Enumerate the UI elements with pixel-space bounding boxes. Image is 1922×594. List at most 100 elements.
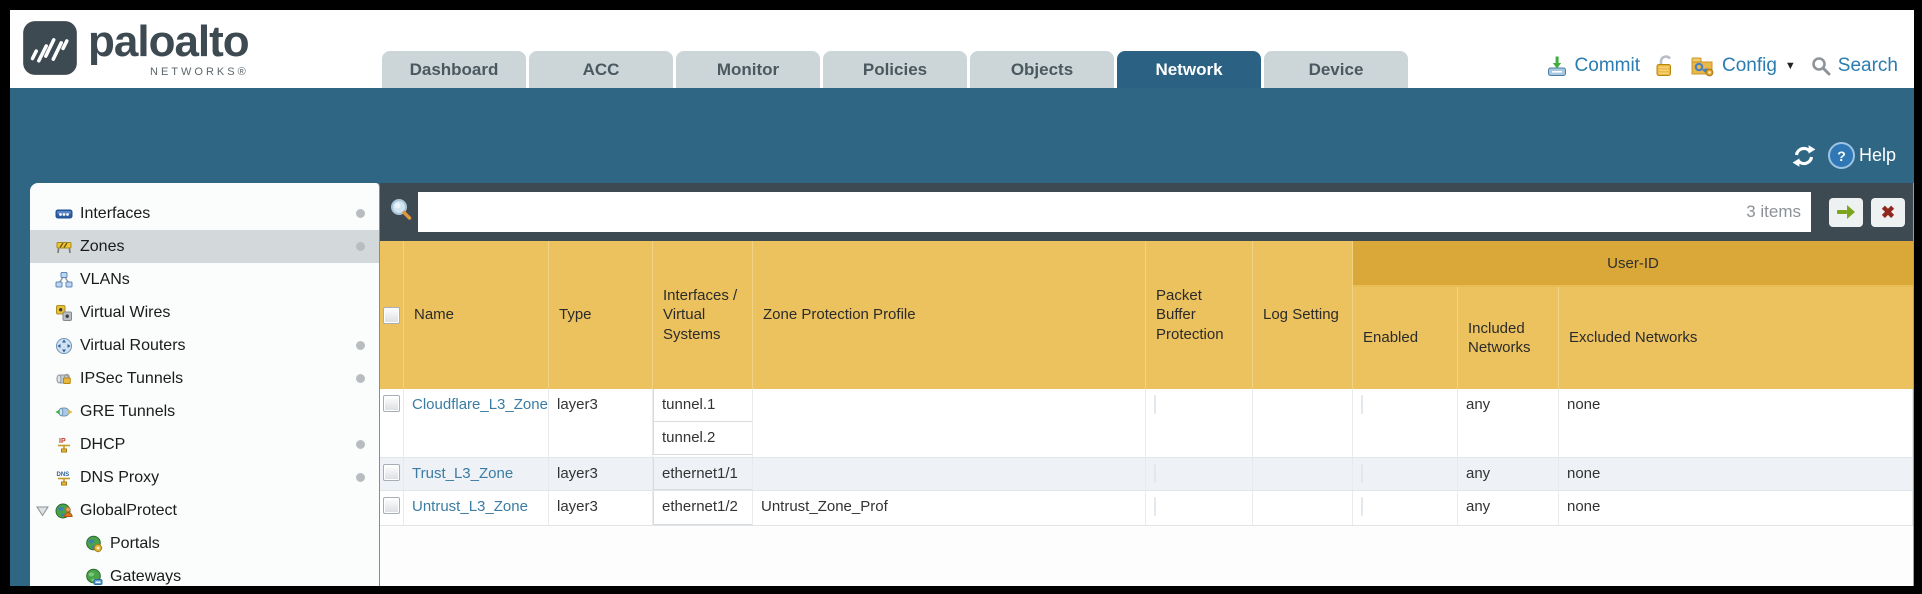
zone-name-cell: Trust_L3_Zone xyxy=(404,458,549,490)
sidebar: Interfaces Zones VLANs Vir xyxy=(30,183,380,586)
row-checkbox[interactable] xyxy=(383,497,400,514)
virtual-wires-icon xyxy=(55,304,73,322)
search-label: Search xyxy=(1837,55,1898,76)
packet-buffer-checkbox xyxy=(1154,464,1156,483)
excluded-networks-cell: none xyxy=(1559,389,1913,457)
log-setting-cell xyxy=(1253,389,1353,457)
row-checkbox-cell xyxy=(380,491,404,525)
column-header-included-networks[interactable]: Included Networks xyxy=(1458,287,1559,389)
paloalto-logo-icon xyxy=(22,20,78,76)
brand-name: paloalto xyxy=(88,17,250,66)
panos-web-ui: paloalto NETWORKS® Dashboard ACC Monitor… xyxy=(10,10,1914,586)
commit-button[interactable]: Commit xyxy=(1545,54,1640,78)
zones-icon xyxy=(55,238,73,256)
caret-down-icon: ▼ xyxy=(1784,60,1796,72)
zone-name-link[interactable]: Cloudflare_L3_Zone xyxy=(412,396,548,413)
zone-type-cell: layer3 xyxy=(549,491,653,525)
filter-input[interactable] xyxy=(418,203,1747,221)
group-header-user-id: User-ID xyxy=(1353,241,1913,287)
dhcp-icon: IP xyxy=(55,436,73,454)
sidebar-item-gre-tunnels[interactable]: GRE Tunnels xyxy=(30,395,379,428)
svg-text:IP: IP xyxy=(59,438,66,445)
packet-buffer-protection-cell xyxy=(1146,389,1253,457)
column-header-log-setting[interactable]: Log Setting xyxy=(1253,241,1353,389)
sidebar-item-virtual-routers[interactable]: Virtual Routers xyxy=(30,329,379,362)
user-id-subcolumns: Enabled Included Networks Excluded Netwo… xyxy=(1353,287,1913,389)
sidebar-item-label: Virtual Routers xyxy=(80,336,186,354)
sub-header-band: ? Help xyxy=(10,88,1914,183)
tab-monitor[interactable]: Monitor xyxy=(676,51,820,88)
table-header: Name Type Interfaces / Virtual Systems Z… xyxy=(380,241,1913,389)
top-bar: paloalto NETWORKS® Dashboard ACC Monitor… xyxy=(10,10,1914,88)
search-icon xyxy=(1810,55,1832,77)
header-checkbox-cell xyxy=(380,241,404,389)
sidebar-item-interfaces[interactable]: Interfaces xyxy=(30,197,379,230)
column-header-name[interactable]: Name xyxy=(404,241,549,389)
help-button[interactable]: ? Help xyxy=(1827,142,1896,169)
tab-network[interactable]: Network xyxy=(1117,51,1261,88)
sidebar-item-label: Zones xyxy=(80,237,125,255)
column-header-excluded-networks[interactable]: Excluded Networks xyxy=(1569,329,1698,347)
column-header-zone-protection-profile[interactable]: Zone Protection Profile xyxy=(753,241,1146,389)
sidebar-item-gateways[interactable]: Gateways xyxy=(30,560,379,586)
sidebar-item-label: DHCP xyxy=(80,435,126,453)
zone-name-link[interactable]: Untrust_L3_Zone xyxy=(412,498,528,515)
packet-buffer-checkbox xyxy=(1154,497,1156,516)
sidebar-item-ipsec-tunnels[interactable]: IPSec Tunnels xyxy=(30,362,379,395)
refresh-icon[interactable] xyxy=(1792,144,1816,168)
gateways-icon xyxy=(85,568,103,586)
sidebar-item-dns-proxy[interactable]: DNS DNS Proxy xyxy=(30,461,379,494)
sidebar-item-zones[interactable]: Zones xyxy=(30,230,379,263)
interfaces-icon xyxy=(55,205,73,223)
zone-interfaces-cell: ethernet1/2 xyxy=(653,491,753,525)
paloalto-logo: paloalto NETWORKS® xyxy=(22,17,250,79)
tab-policies[interactable]: Policies xyxy=(823,51,967,88)
help-icon: ? xyxy=(1827,142,1855,169)
select-all-checkbox[interactable] xyxy=(383,306,400,324)
column-header-enabled[interactable]: Enabled xyxy=(1353,287,1458,389)
sidebar-item-dhcp[interactable]: IP DHCP xyxy=(30,428,379,461)
table-row: Untrust_L3_Zone layer3 ethernet1/2 Untru… xyxy=(380,491,1913,526)
zone-name-link[interactable]: Trust_L3_Zone xyxy=(412,465,514,482)
zone-protection-profile-cell: Untrust_Zone_Prof xyxy=(753,491,1146,525)
items-count: 3 items xyxy=(1746,202,1801,221)
config-button[interactable]: Config ▼ xyxy=(1690,54,1796,78)
logo-text: paloalto NETWORKS® xyxy=(88,17,250,79)
lock-icon[interactable] xyxy=(1654,54,1676,78)
sidebar-item-globalprotect[interactable]: GlobalProtect xyxy=(30,494,379,527)
global-find-button[interactable]: Search xyxy=(1810,55,1898,77)
interface-entry: tunnel.1 xyxy=(653,389,752,422)
band-actions: ? Help xyxy=(1792,142,1896,169)
status-dot xyxy=(356,341,365,350)
commit-label: Commit xyxy=(1574,55,1640,76)
column-header-type[interactable]: Type xyxy=(549,241,653,389)
packet-buffer-checkbox xyxy=(1154,395,1156,414)
apply-filter-button[interactable] xyxy=(1829,197,1863,227)
tab-device[interactable]: Device xyxy=(1264,51,1408,88)
globalprotect-icon xyxy=(55,502,73,520)
sidebar-item-vlans[interactable]: VLANs xyxy=(30,263,379,296)
sidebar-item-label: Virtual Wires xyxy=(80,303,171,321)
sidebar-item-label: GRE Tunnels xyxy=(80,402,176,420)
sidebar-item-virtual-wires[interactable]: Virtual Wires xyxy=(30,296,379,329)
expander-icon[interactable] xyxy=(36,504,49,522)
row-checkbox-cell xyxy=(380,389,404,457)
row-checkbox[interactable] xyxy=(383,464,400,481)
clear-filter-button[interactable]: ✖ xyxy=(1871,197,1905,227)
tab-acc[interactable]: ACC xyxy=(529,51,673,88)
tab-objects[interactable]: Objects xyxy=(970,51,1114,88)
user-id-enabled-cell xyxy=(1353,458,1458,490)
brand-subtitle: NETWORKS® xyxy=(150,66,249,78)
user-id-enabled-cell xyxy=(1353,389,1458,457)
excluded-networks-cell: none xyxy=(1559,491,1913,525)
zone-type-cell: layer3 xyxy=(549,389,653,457)
tab-dashboard[interactable]: Dashboard xyxy=(382,51,526,88)
sidebar-item-portals[interactable]: Portals xyxy=(30,527,379,560)
log-setting-cell xyxy=(1253,491,1353,525)
row-checkbox[interactable] xyxy=(383,395,400,412)
zone-name-cell: Untrust_L3_Zone xyxy=(404,491,549,525)
packet-buffer-protection-cell xyxy=(1146,458,1253,490)
column-header-packet-buffer-protection[interactable]: Packet Buffer Protection xyxy=(1146,241,1253,389)
sidebar-item-label: DNS Proxy xyxy=(80,468,160,486)
column-header-interfaces[interactable]: Interfaces / Virtual Systems xyxy=(653,241,753,389)
